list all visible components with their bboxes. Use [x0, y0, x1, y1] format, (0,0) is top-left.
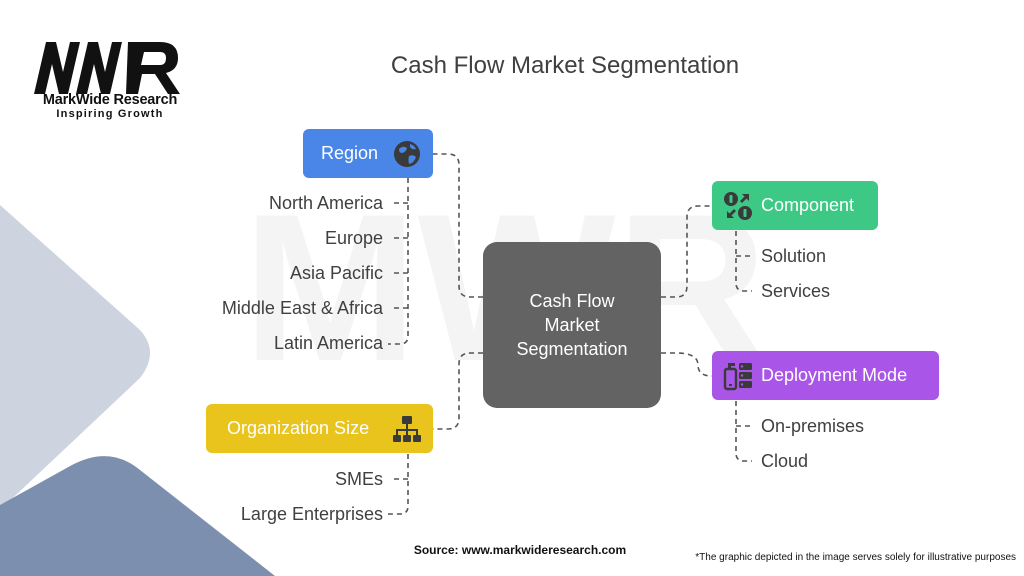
org-item-large-enterprises: Large Enterprises — [240, 504, 383, 524]
segment-organization-size-label: Organization Size — [227, 418, 370, 438]
center-node: Cash Flow Market Segmentation — [483, 242, 661, 408]
brand-tagline: Inspiring Growth — [56, 108, 164, 120]
hierarchy-icon — [393, 415, 421, 442]
background-shape-dark — [0, 456, 275, 576]
brand-name: MarkWide Research — [42, 92, 178, 108]
region-item-latin-america: Latin America — [273, 333, 383, 353]
region-item-mea: Middle East & Africa — [221, 298, 383, 318]
deployment-item-on-premises: On-premises — [761, 416, 865, 436]
exchange-icon — [724, 191, 752, 220]
center-line-2: Market — [544, 315, 600, 335]
segment-region: Region — [303, 129, 433, 178]
devices-icon — [723, 362, 752, 390]
component-item-services: Services — [761, 281, 831, 301]
org-item-smes: SMEs — [334, 469, 383, 489]
center-line-3: Segmentation — [516, 339, 628, 359]
segment-deployment-mode-label: Deployment Mode — [761, 365, 908, 385]
component-item-solution: Solution — [761, 246, 827, 266]
connector-region — [433, 153, 483, 298]
region-item-asia-pacific: Asia Pacific — [289, 263, 383, 283]
segment-region-label: Region — [321, 143, 379, 163]
source-credit: Source: www.markwideresearch.com — [413, 543, 627, 557]
connector-region-items — [388, 178, 409, 345]
markwide-logo-icon — [34, 42, 180, 94]
globe-icon — [394, 140, 420, 167]
deployment-item-cloud: Cloud — [761, 451, 809, 471]
segment-organization-size: Organization Size — [206, 404, 433, 453]
disclaimer-text: *The graphic depicted in the image serve… — [695, 552, 1016, 563]
segment-deployment-mode: Deployment Mode — [712, 351, 939, 400]
segment-component-label: Component — [761, 195, 855, 215]
region-item-north-america: North America — [268, 193, 383, 213]
segment-component: Component — [712, 181, 878, 230]
page-title: Cash Flow Market Segmentation — [390, 52, 740, 79]
connector-deployment-items — [735, 401, 752, 462]
region-item-europe: Europe — [324, 228, 383, 248]
connector-component — [661, 205, 712, 298]
connector-org-items — [388, 454, 409, 515]
connector-deployment-mode — [661, 352, 713, 377]
connector-component-items — [735, 231, 752, 292]
center-line-1: Cash Flow — [529, 291, 615, 311]
connector-organization-size — [433, 352, 483, 430]
background-shape-light — [0, 205, 150, 510]
